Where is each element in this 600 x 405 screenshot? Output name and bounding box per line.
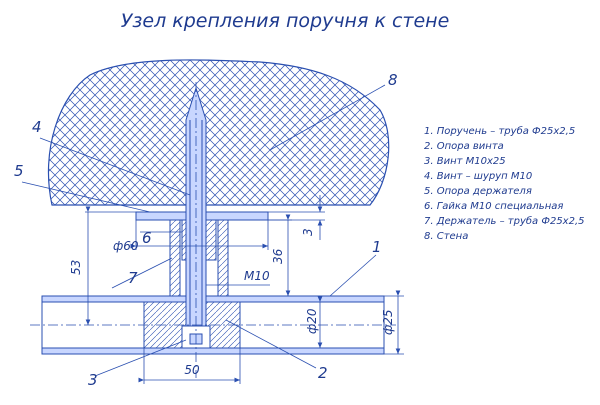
dim-3: 3 — [301, 228, 315, 236]
dim-50: 50 — [184, 363, 200, 377]
dim-53: 53 — [69, 260, 83, 275]
parts-legend: 1. Поручень – труба Ф25x2,5 2. Опора вин… — [424, 125, 585, 242]
wall — [47, 59, 390, 206]
legend-item-5: 5. Опора держателя — [424, 186, 532, 197]
legend-item-2: 2. Опора винта — [424, 141, 504, 152]
drawing-title: Узел крепления поручня к стене — [121, 10, 450, 32]
callout-8: 8 — [388, 71, 398, 89]
wood-screw — [185, 86, 207, 327]
legend-item-1: 1. Поручень – труба Ф25x2,5 — [424, 125, 575, 137]
dim-m10: M10 — [244, 269, 270, 283]
holder-tube-right — [217, 219, 229, 303]
callout-5: 5 — [14, 162, 24, 180]
callout-2: 2 — [318, 364, 328, 382]
callout-6: 6 — [142, 229, 152, 247]
legend-item-3: 3. Винт M10x25 — [424, 156, 506, 167]
legend-item-4: 4. Винт – шуруп M10 — [424, 171, 532, 182]
dim-60: ф60 — [113, 239, 139, 253]
callout-3: 3 — [88, 371, 98, 389]
dim-36: 36 — [271, 248, 285, 264]
handrail-wall-top — [41, 295, 385, 303]
callout-7: 7 — [128, 269, 138, 287]
legend-item-6: 6. Гайка M10 специальная — [424, 201, 563, 212]
callout-1: 1 — [372, 238, 382, 256]
dim-20: ф20 — [305, 308, 319, 334]
handrail-wall-bottom — [41, 347, 385, 355]
dim-25: ф25 — [381, 309, 395, 335]
callout-4: 4 — [32, 118, 42, 136]
legend-item-7: 7. Держатель – труба Ф25x2,5 — [424, 215, 585, 227]
legend-item-8: 8. Стена — [424, 231, 468, 242]
